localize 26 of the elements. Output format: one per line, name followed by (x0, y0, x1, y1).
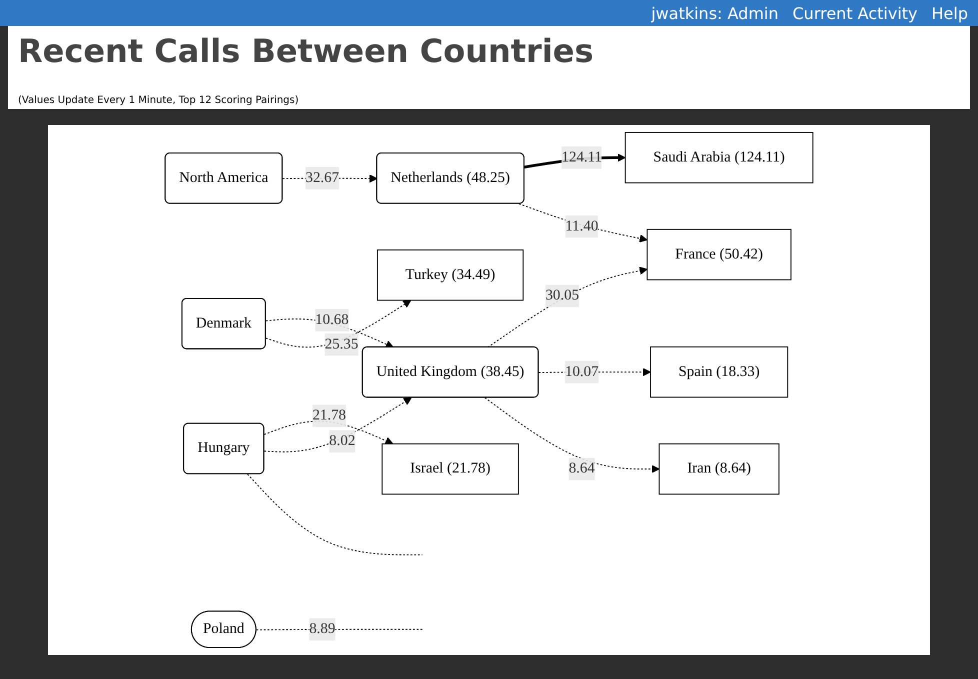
connector (247, 474, 423, 556)
nav-link: jwatkins: Admin (651, 4, 778, 22)
edge-label: 32.67 (305, 170, 340, 186)
node-box: Turkey (34.49) (376, 249, 524, 301)
subtitle: (Values Update Every 1 Minute, Top 12 Scoring Pairings) (18, 95, 299, 106)
edge-label: 30.05 (545, 288, 580, 304)
edge-label: 124.11 (562, 149, 602, 166)
arrow (518, 203, 648, 242)
nav-link: Help (932, 4, 968, 22)
node-box: Saudi Arabia (124.11) (624, 132, 814, 184)
arrow (484, 397, 660, 474)
node-box: France (50.42) (646, 228, 792, 280)
edge-label: 8.89 (309, 620, 336, 637)
edge-label: 11.40 (565, 218, 598, 234)
edge-label: 10.68 (315, 312, 349, 328)
node-box: Israel (21.78) (382, 443, 519, 495)
node-box: Iran (8.64) (658, 443, 780, 495)
edge-label: 8.02 (329, 432, 356, 449)
nav-link: Current Activity (792, 4, 918, 22)
node-box: Spain (18.33) (650, 346, 788, 398)
edge-label: 10.07 (564, 364, 599, 380)
arrow (487, 266, 648, 348)
edge-label: 21.78 (312, 408, 346, 424)
edge-label: 25.35 (324, 336, 358, 352)
edge-label: 8.64 (568, 460, 595, 476)
page-title: Recent Calls Between Countries (18, 32, 595, 70)
